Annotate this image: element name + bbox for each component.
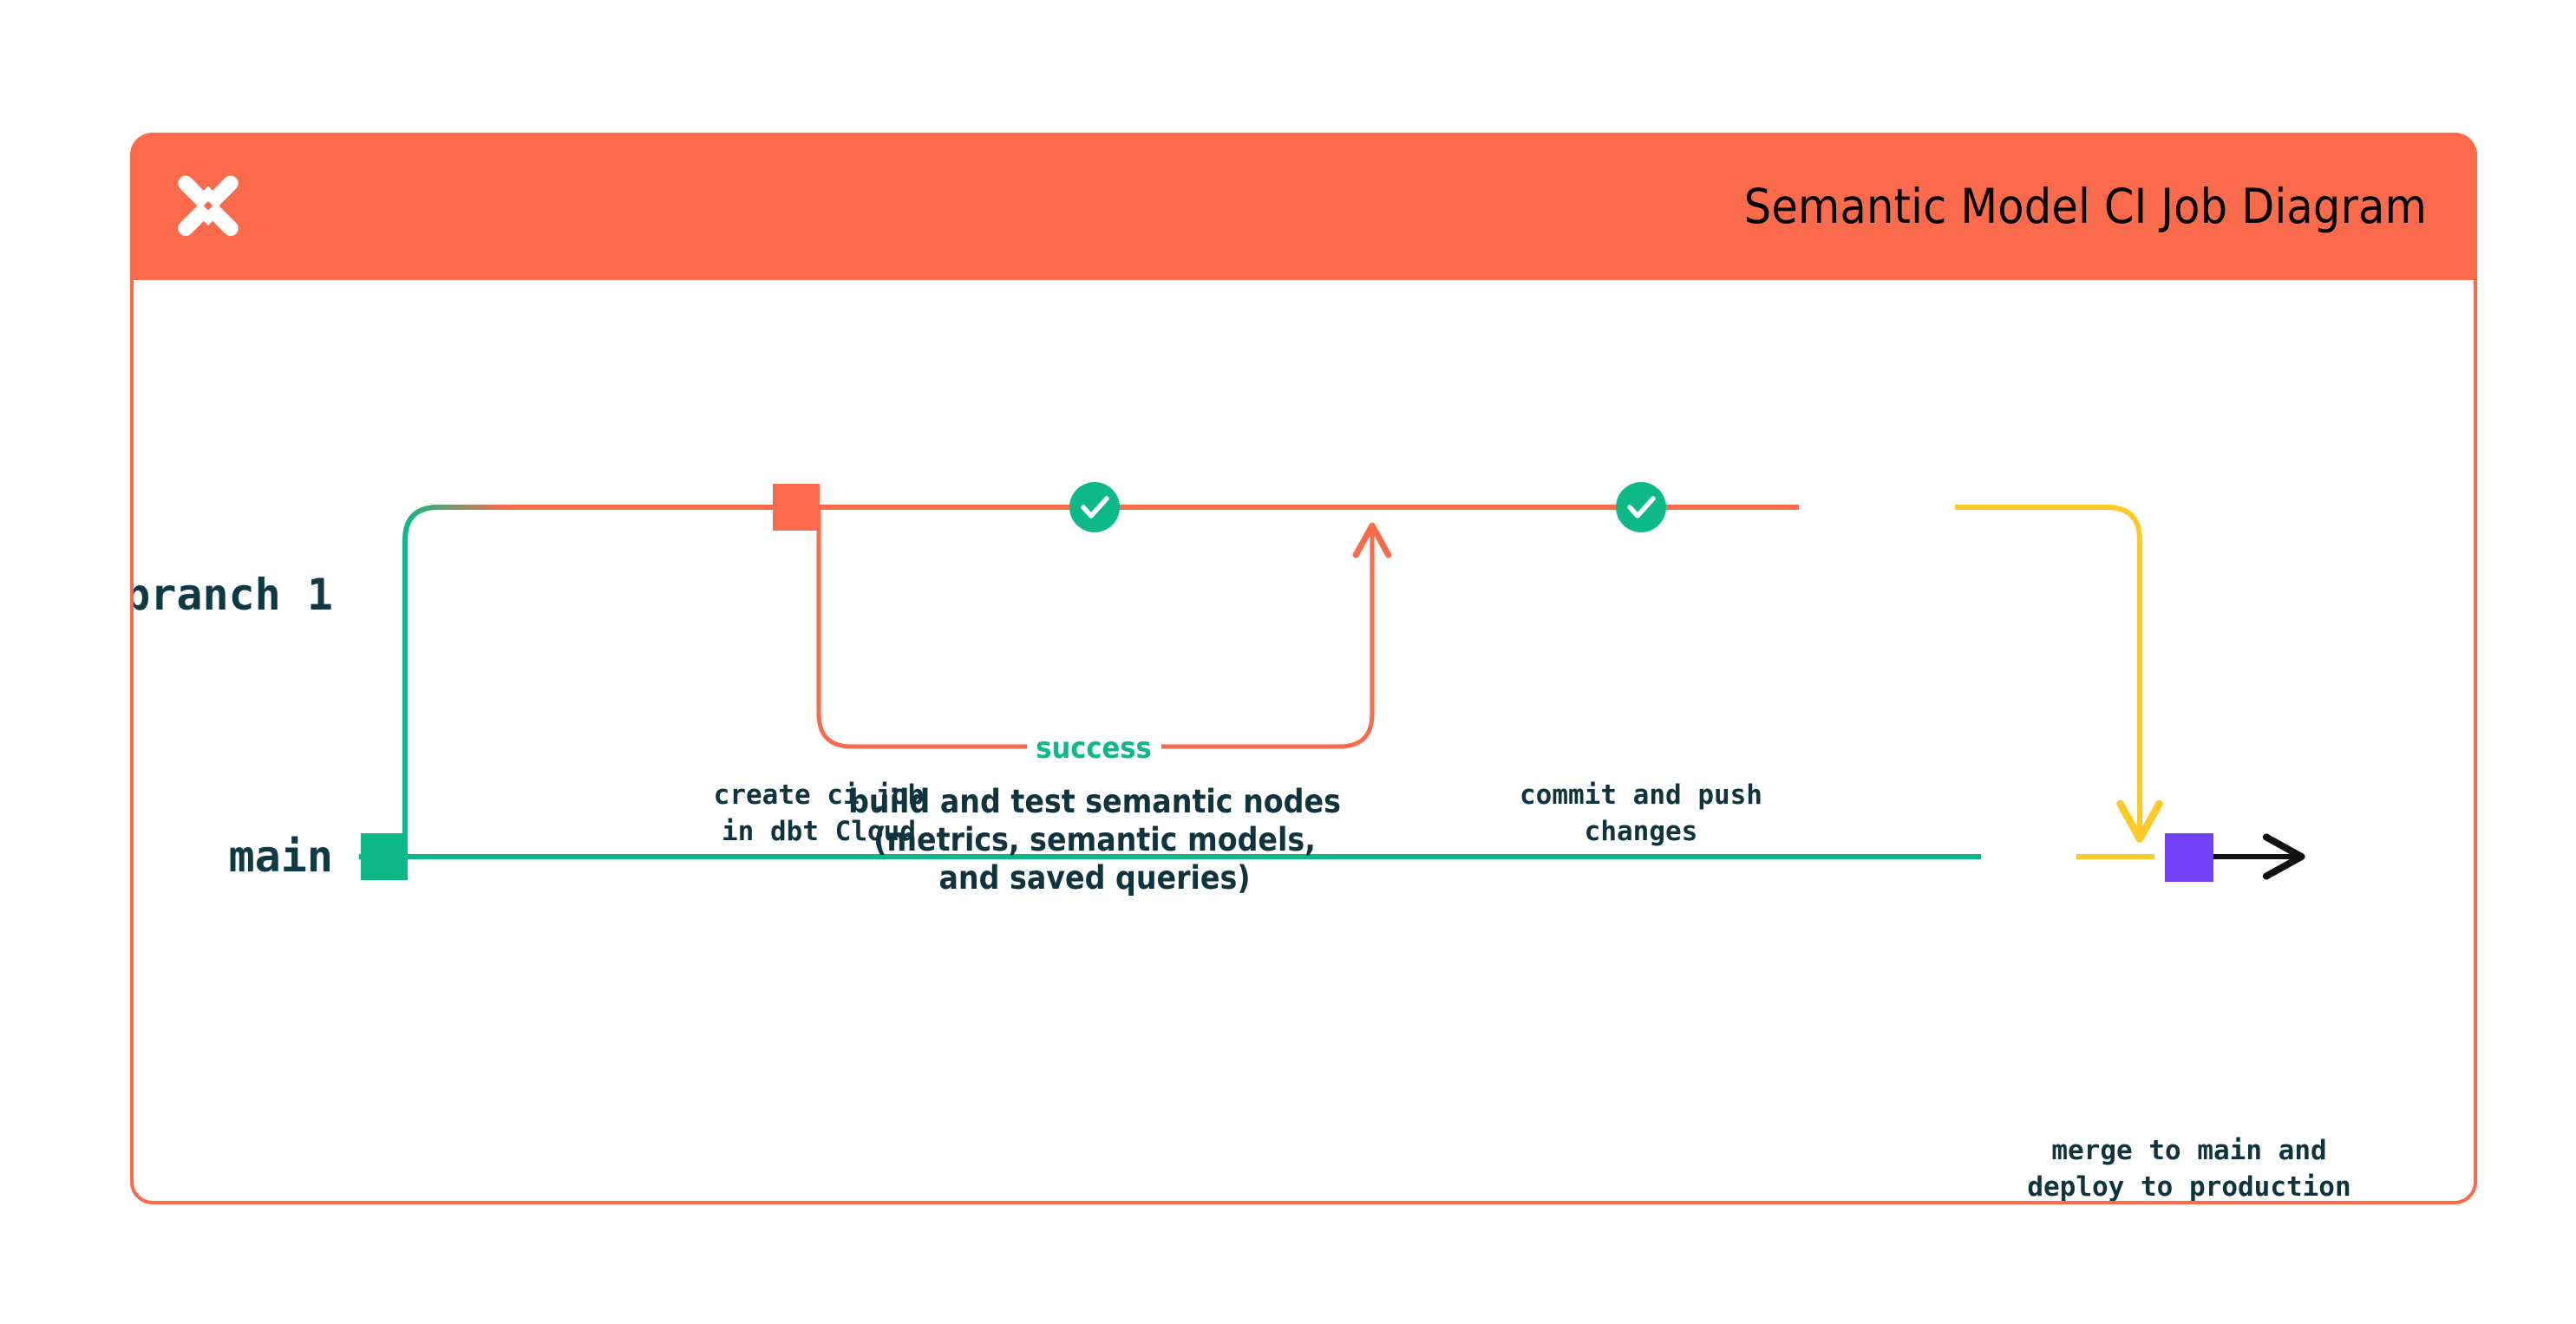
node-caption-build-and-test-line1: build and test semantic nodes [848, 783, 1341, 820]
check-icon [1627, 496, 1656, 519]
node-caption-build-and-test-line3: and saved queries) [938, 859, 1250, 897]
node-caption-merge-line2: deploy to production [2027, 1171, 2350, 1201]
page-title: Semantic Model CI Job Diagram [1743, 179, 2427, 234]
diagram-card: Semantic Model CI Job Diagram [130, 133, 2477, 1204]
loop-left-segment [816, 507, 1027, 749]
check-circle-build-and-test [1069, 482, 1120, 532]
ci-job-diagram: success branch 1 main create ci job in d… [134, 482, 2351, 1201]
node-create-ci-job[interactable] [773, 484, 820, 531]
merge-down-line [1955, 505, 2163, 843]
dbt-logo-icon [178, 175, 239, 237]
card-body: success branch 1 main create ci job in d… [134, 280, 2474, 1201]
edge-label-success: success [1036, 731, 1151, 766]
loop-right-segment [1161, 522, 1392, 749]
node-merge-to-main[interactable] [2165, 833, 2213, 882]
card-header: Semantic Model CI Job Diagram [130, 133, 2477, 280]
node-caption-build-and-test-line2: (metrics, semantic models, [873, 821, 1316, 858]
node-build-and-test[interactable] [1069, 482, 1120, 532]
node-main-start[interactable] [361, 833, 408, 880]
node-commit-and-push[interactable] [1616, 482, 1666, 532]
node-caption-merge-line1: merge to main and [2051, 1135, 2326, 1166]
branch-fork-line [402, 505, 507, 857]
lane-label-main: main [229, 832, 333, 882]
lane-label-branch-1: branch 1 [134, 570, 333, 620]
node-caption-create-ci-job-line1: create ci job [714, 779, 925, 811]
node-caption-commit-and-push-line2: changes [1585, 816, 1698, 847]
check-circle-commit-and-push [1616, 482, 1666, 532]
node-caption-commit-and-push-line1: commit and push [1520, 779, 1762, 811]
node-caption-create-ci-job-line2: in dbt Cloud [722, 816, 916, 847]
check-icon [1081, 496, 1109, 519]
